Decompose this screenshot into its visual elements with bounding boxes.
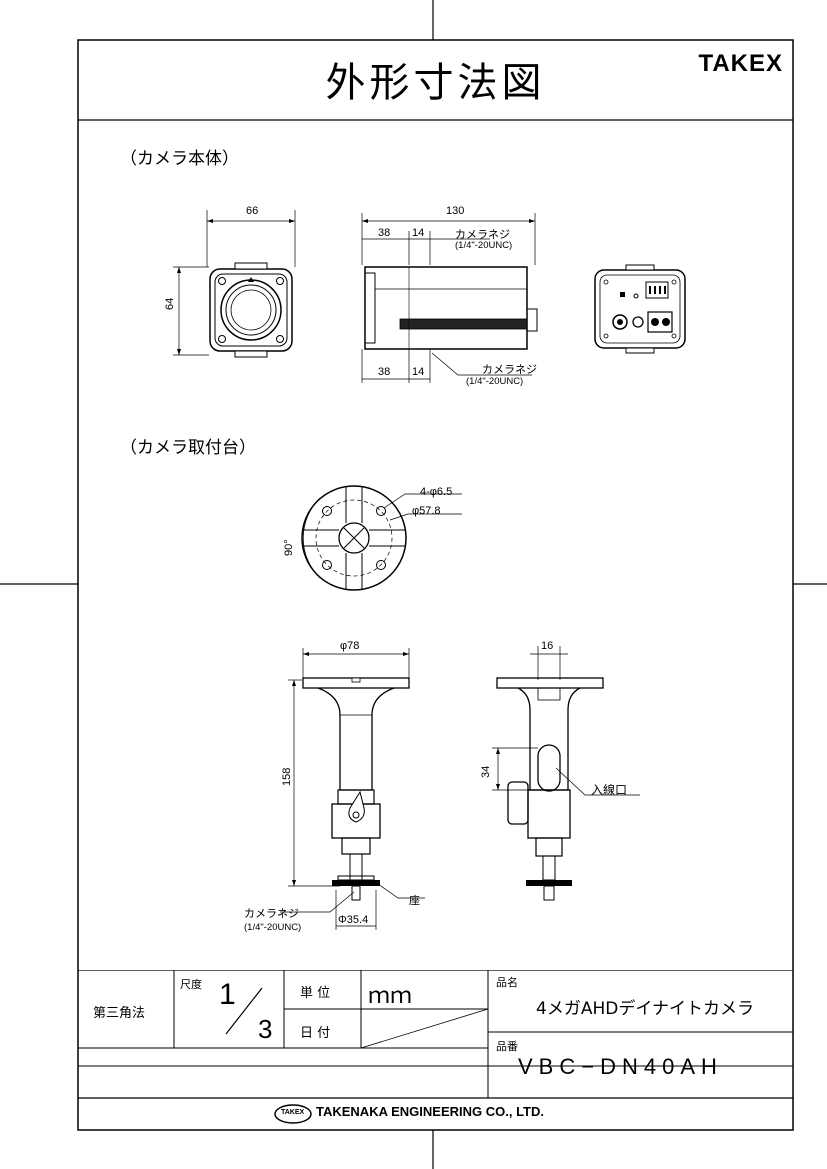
mount-screw-spec: (1/4"-20UNC) xyxy=(244,922,302,933)
brand-logo: TAKEX xyxy=(698,50,783,77)
cable-inlet-label: 入線口 xyxy=(591,783,628,797)
dim-angle: 90° xyxy=(283,539,295,556)
unit-label: 単 位 xyxy=(300,986,331,1001)
page-title: 外形寸法図 xyxy=(325,60,546,106)
screw-top-spec: (1/4"-20UNC) xyxy=(455,240,513,251)
dim-side-length: 130 xyxy=(446,205,465,217)
dim-holes: 4-φ6.5 xyxy=(420,486,453,498)
dim-seat-diameter: Φ35.4 xyxy=(338,914,369,926)
camera-rear-view xyxy=(594,264,686,354)
mount-side-view xyxy=(492,646,640,901)
company-name: TAKENAKA ENGINEERING CO., LTD. xyxy=(316,1104,544,1119)
screw-bottom-spec: (1/4"-20UNC) xyxy=(466,376,524,387)
header: 外形寸法図 TAKEX xyxy=(78,40,793,120)
dim-pcd: φ57.8 xyxy=(412,505,441,517)
dim-mount-height: 158 xyxy=(281,767,293,786)
camera-front-view xyxy=(173,210,296,358)
model-label: 品番 xyxy=(496,1040,518,1053)
company-logo: TAKEX xyxy=(281,1109,305,1116)
product-name-label: 品名 xyxy=(496,976,518,989)
dim-side-width: 16 xyxy=(541,640,554,652)
mount-screw-label: カメラネジ xyxy=(244,908,299,920)
dim-side-top-b: 14 xyxy=(412,227,425,239)
dim-front-width: 66 xyxy=(246,205,259,217)
dim-side-bottom-b: 14 xyxy=(412,366,425,378)
screw-top-label: カメラネジ xyxy=(455,229,510,241)
dim-side-top-a: 38 xyxy=(378,227,391,239)
seat-label: 座 xyxy=(409,895,420,907)
section-label-camera-mount: （カメラ取付台） xyxy=(120,438,256,458)
dim-front-height: 64 xyxy=(164,297,176,310)
mount-front-view xyxy=(280,648,425,930)
mount-top-view xyxy=(301,485,462,591)
product-name: 4メガAHDデイナイトカメラ xyxy=(536,999,754,1019)
scale-numerator: 1 xyxy=(219,978,236,1011)
unit-value: ｍｍ xyxy=(368,984,413,1009)
scale-label: 尺度 xyxy=(180,978,202,991)
screw-bottom-label: カメラネジ xyxy=(482,364,537,376)
dim-side-bottom-a: 38 xyxy=(378,366,391,378)
section-label-camera-body: （カメラ本体） xyxy=(120,149,239,169)
title-block xyxy=(78,970,793,1124)
projection-method: 第三角法 xyxy=(93,1006,146,1021)
scale-denominator: 3 xyxy=(258,1014,273,1044)
dim-slot-height: 34 xyxy=(480,765,492,778)
camera-side-view xyxy=(361,213,538,383)
dim-base-diameter: φ78 xyxy=(340,640,360,652)
date-label: 日 付 xyxy=(300,1026,331,1041)
model-number: VBC−DN40AH xyxy=(518,1054,723,1079)
